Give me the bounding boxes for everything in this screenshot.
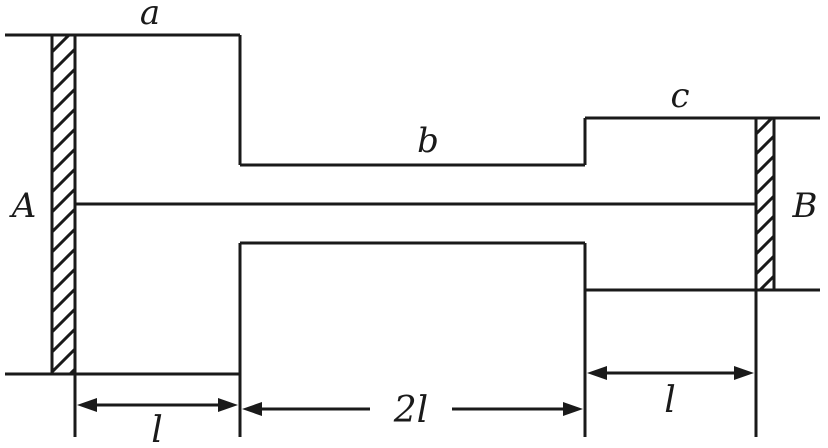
- label-segment-c: c: [670, 76, 689, 116]
- segment-a-outline: [5, 33, 242, 376]
- label-segment-a: a: [140, 0, 160, 33]
- extension-lines: [73, 290, 758, 437]
- dimension-middle: [242, 402, 583, 416]
- dimension-label-left: l: [151, 410, 163, 448]
- dimension-label-middle: 2l: [393, 390, 428, 431]
- label-segment-b: b: [417, 121, 439, 161]
- segment-c-outline: [583, 116, 820, 437]
- left-support-wall: [50, 33, 77, 376]
- label-support-b: B: [792, 186, 818, 226]
- right-support-wall: [754, 116, 776, 292]
- dimension-left: [77, 398, 238, 412]
- dimension-right: [587, 366, 754, 380]
- segment-b-outline: [240, 163, 585, 245]
- dimension-label-right: l: [664, 380, 676, 421]
- label-support-a: A: [9, 186, 37, 226]
